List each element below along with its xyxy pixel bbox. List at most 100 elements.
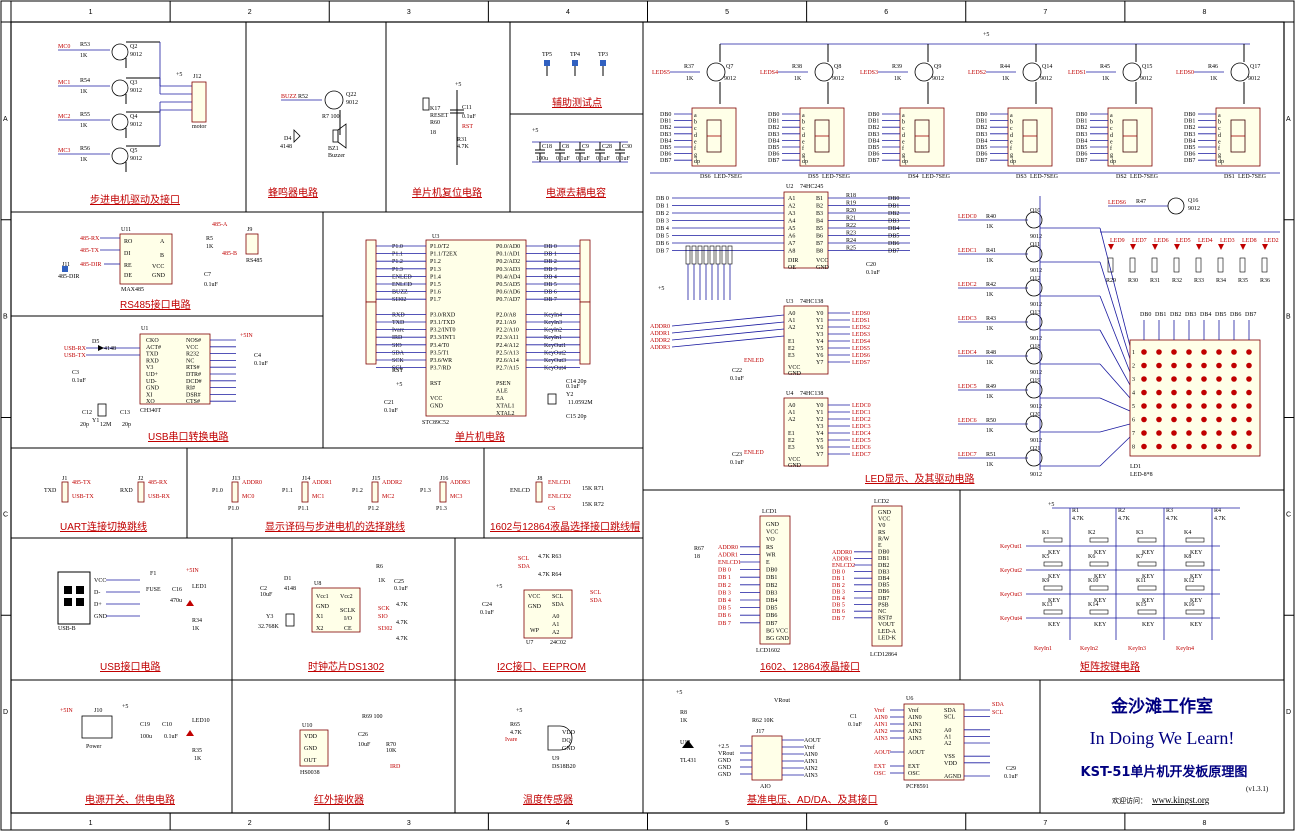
adc-pin-right: A2 xyxy=(944,741,951,747)
website-link[interactable]: www.kingst.org xyxy=(1152,795,1210,805)
title-ir: 红外接收器 xyxy=(314,793,364,806)
t-vdd: VDD xyxy=(562,730,576,736)
dec-jumper-ref: J14 xyxy=(302,476,310,482)
matrix-row: 4 xyxy=(1132,391,1135,397)
lcd2-pin: RST# xyxy=(878,616,892,622)
r5: R5 xyxy=(206,236,213,242)
lcd1-ref: LCD1 xyxy=(762,509,777,515)
key-ref: K15 xyxy=(1136,602,1146,608)
r69: R69 100 xyxy=(362,714,383,720)
dec-out-pin: Y2 xyxy=(816,325,823,331)
conn-j7 xyxy=(579,301,591,365)
title-i2c: I2C接口、EEPROM xyxy=(497,660,586,673)
seg-pin: a xyxy=(694,113,697,119)
dec-out-net: LEDC1 xyxy=(852,410,871,416)
mcu-pin-right: P2.7/A15 xyxy=(496,366,519,372)
mcu-pin-right: P0.7/AD7 xyxy=(496,297,520,303)
mc-net: MC1 xyxy=(58,80,70,86)
buf-gnd: GND xyxy=(816,265,830,271)
lcd2-net: DB 5 xyxy=(832,603,845,609)
seg-pin: d xyxy=(1218,133,1221,139)
aio-left: VRout xyxy=(718,751,734,757)
row-label: C xyxy=(1286,511,1291,518)
lcd1-pin: DB2 xyxy=(766,583,777,589)
temp-ref: U9 xyxy=(552,756,559,762)
seg-pin: b xyxy=(694,120,697,126)
lcd2-pin: DB7 xyxy=(878,596,889,602)
seg-pin: e xyxy=(1110,139,1113,145)
ledc-transistor-type: 9012 xyxy=(1030,472,1042,478)
lcd1-pin: DB5 xyxy=(766,606,777,612)
mc-resistor: R55 xyxy=(80,112,90,118)
lcd-cs: CS xyxy=(548,506,555,512)
buzzer-circuit: BUZZ R52 Q22 9012 BZ1 Buzzer D4 4148 R7 … xyxy=(280,90,358,159)
buf-out-net: DB3 xyxy=(888,219,899,225)
mc-transistor-type: 9012 xyxy=(130,156,142,162)
mcu-net-right: KeyIn2 xyxy=(544,328,562,334)
row-label: B xyxy=(1286,314,1291,321)
adc-pin-left: OSC xyxy=(908,771,920,777)
seg-db-net: DB3 xyxy=(768,132,779,138)
ledc-transistor: Q12 xyxy=(1030,276,1040,282)
adc-net-left: AIN3 xyxy=(874,736,888,742)
matrix-row: 5 xyxy=(1132,404,1135,410)
lcd2-pin: LED-K xyxy=(878,635,897,641)
dec-pin: A1 xyxy=(788,410,795,416)
tl431-ref: U12 xyxy=(680,740,690,746)
ch340-pin-right: NOS# xyxy=(186,338,201,344)
c7-val: 0.1uF xyxy=(204,282,219,288)
digit-ref: DS1 xyxy=(1224,174,1235,180)
c24-val: 0.1uF xyxy=(480,610,495,616)
adc-scl: SCL xyxy=(992,710,1003,716)
title-buzzer: 蜂鸣器电路 xyxy=(268,186,318,199)
ledc-transistor: Q11 xyxy=(1030,242,1040,248)
dec-vcc: +5 xyxy=(532,128,538,134)
seg-db-net: DB0 xyxy=(868,112,879,118)
seg-db-net: DB7 xyxy=(868,158,879,164)
mcu-pin-left: P3.0/RXD xyxy=(430,312,456,318)
mcu-net-left: SDA xyxy=(392,350,405,356)
dec-out-net: LEDC5 xyxy=(852,438,871,444)
title-decoupling: 电源去耦电容 xyxy=(546,186,606,199)
mcu-circuit: U3 STC89C52 P1.0/T2P1.1/T2EXP1.2P1.3P1.4… xyxy=(365,234,593,426)
c1: C1 xyxy=(850,714,857,720)
c12-val: 20p xyxy=(80,422,89,428)
key-pullup: R4 xyxy=(1214,508,1221,514)
lcd2-pin: DB0 xyxy=(878,550,889,556)
digit-transistor-type: 9012 xyxy=(1248,76,1260,82)
seg-pin: f xyxy=(802,145,804,152)
dec-pin: A2 xyxy=(788,325,795,331)
mcu-pin-right: EA xyxy=(496,396,505,402)
r52: R52 xyxy=(298,94,308,100)
usb-serial: U1 CH340T CKOACT#TXDRXDV3UD+UD-GNDXIXONO… xyxy=(64,326,269,428)
single-led: LED2 xyxy=(1264,238,1279,244)
dec-jumper-addr: ADDR2 xyxy=(382,480,402,486)
c26: C26 xyxy=(358,732,368,738)
lcd2-pin: E xyxy=(878,543,882,549)
pwr-vin: +5IN xyxy=(60,708,73,714)
mcu-pin-right: ALE xyxy=(496,388,508,394)
board-title: KST-51单片机开发板原理图 xyxy=(1081,764,1248,780)
key-type: KEY xyxy=(1094,574,1107,580)
d4: D4 xyxy=(284,136,291,142)
dec-out-net: LEDC7 xyxy=(852,452,871,458)
r60: R60 xyxy=(430,120,440,126)
mcu-pin-right: P2.1/A9 xyxy=(496,320,516,326)
j11: J11 xyxy=(62,262,70,268)
seg-db-net: DB4 xyxy=(1076,138,1087,144)
ch340-pin-left: UD- xyxy=(146,379,157,385)
col-label: 3 xyxy=(407,820,411,827)
rtc-vcc2: Vcc2 xyxy=(340,594,353,600)
aio-right: AOUT xyxy=(804,738,821,744)
lcd1-net: ADDR0 xyxy=(718,545,738,551)
seg-db-net: DB4 xyxy=(976,138,987,144)
lcd2-pin: NC xyxy=(878,609,886,615)
seg-pin: f xyxy=(1110,145,1112,152)
seg-db-net: DB0 xyxy=(976,112,987,118)
lcd1-net: DB 4 xyxy=(718,598,731,604)
key-ref: K13 xyxy=(1042,602,1052,608)
digit-select-net: LEDS5 xyxy=(652,70,670,76)
ch340-pin-right: VCC xyxy=(186,345,198,351)
buf-a-pin: A8 xyxy=(788,249,795,255)
title-rs485: RS485接口电路 xyxy=(120,298,191,311)
